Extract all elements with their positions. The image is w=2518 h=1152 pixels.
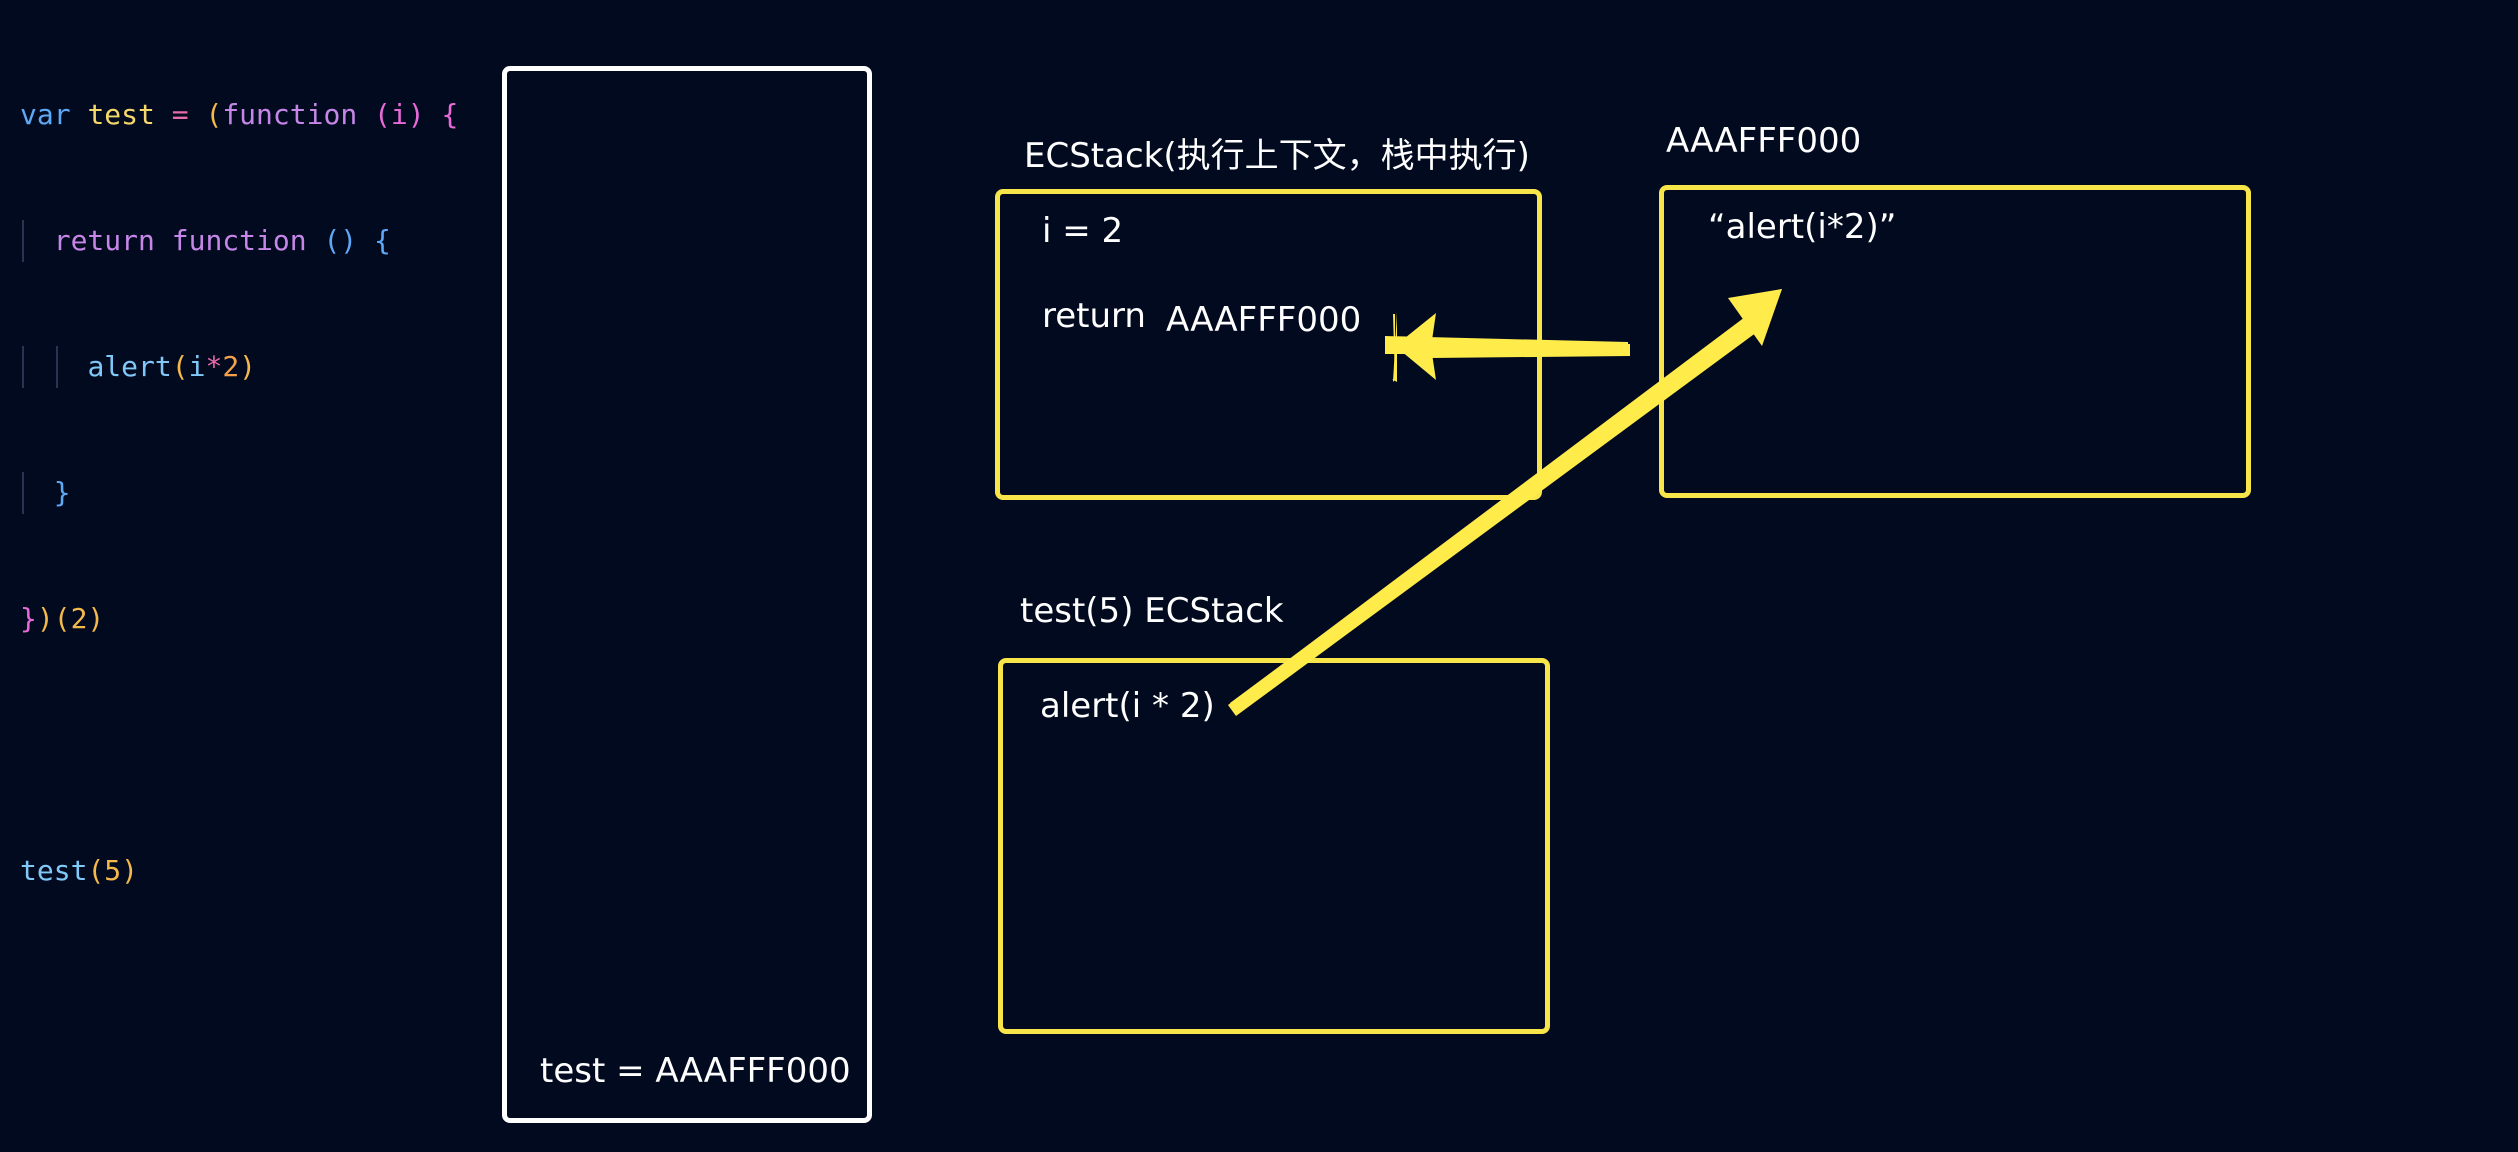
global-stack-box — [502, 66, 872, 1123]
ecstack-title: ECStack(执行上下文，栈中执行) — [1024, 136, 1530, 176]
code-token: (i) — [374, 98, 425, 131]
code-token: return — [53, 224, 155, 257]
ecstack-return-label: return — [1042, 296, 1146, 336]
indent-guide — [22, 346, 24, 388]
indent-guide — [56, 346, 58, 388]
return-arrow-tip — [1392, 312, 1397, 382]
indent-guide — [22, 220, 24, 262]
code-token: } — [53, 476, 71, 509]
test5-stack-box — [998, 658, 1550, 1034]
code-token: i — [188, 350, 206, 383]
heap-content: “alert(i*2)” — [1708, 207, 1897, 247]
code-token: function — [171, 224, 307, 257]
code-token: test — [20, 854, 88, 887]
code-line-3: alert(i*2) — [20, 346, 458, 388]
test5-stack-content: alert(i * 2) — [1040, 686, 1215, 726]
closure-arrow-body — [1228, 317, 1757, 716]
code-token: 2 — [222, 350, 240, 383]
code-token: () — [323, 224, 358, 257]
code-token: = — [171, 98, 189, 131]
global-stack-content: test = AAAFFF000 — [540, 1051, 851, 1091]
ecstack-variable: i = 2 — [1042, 211, 1124, 251]
code-snippet: var test = (function (i) { return functi… — [20, 10, 458, 934]
code-token: (2) — [53, 602, 105, 635]
code-token: { — [374, 224, 391, 257]
code-line-2: return function () { — [20, 220, 458, 262]
code-token: } — [20, 602, 37, 635]
code-line-5: })(2) — [20, 598, 458, 640]
code-line-1: var test = (function (i) { — [20, 94, 458, 136]
code-token: function — [222, 98, 358, 131]
code-token: alert — [87, 350, 172, 383]
code-token: (5) — [87, 854, 139, 887]
ecstack-return-value: AAAFFF000 — [1166, 300, 1362, 340]
test5-stack-title: test(5) ECStack — [1020, 591, 1284, 631]
code-token: ) — [36, 602, 54, 635]
code-token: ( — [171, 350, 189, 383]
code-line-7: test(5) — [20, 850, 458, 892]
heap-box — [1659, 185, 2251, 498]
code-token: var — [20, 98, 71, 131]
return-arrow-body — [1431, 338, 1630, 358]
heap-address: AAAFFF000 — [1666, 121, 1862, 161]
closure-arrow-point — [1728, 289, 1782, 346]
code-token: * — [205, 350, 223, 383]
return-arrow-point — [1395, 313, 1436, 380]
code-token: ( — [205, 98, 223, 131]
indent-guide — [22, 472, 24, 514]
code-token: test — [87, 98, 155, 131]
code-token: { — [441, 98, 459, 131]
code-line-4: } — [20, 472, 458, 514]
code-token: ) — [239, 350, 257, 383]
